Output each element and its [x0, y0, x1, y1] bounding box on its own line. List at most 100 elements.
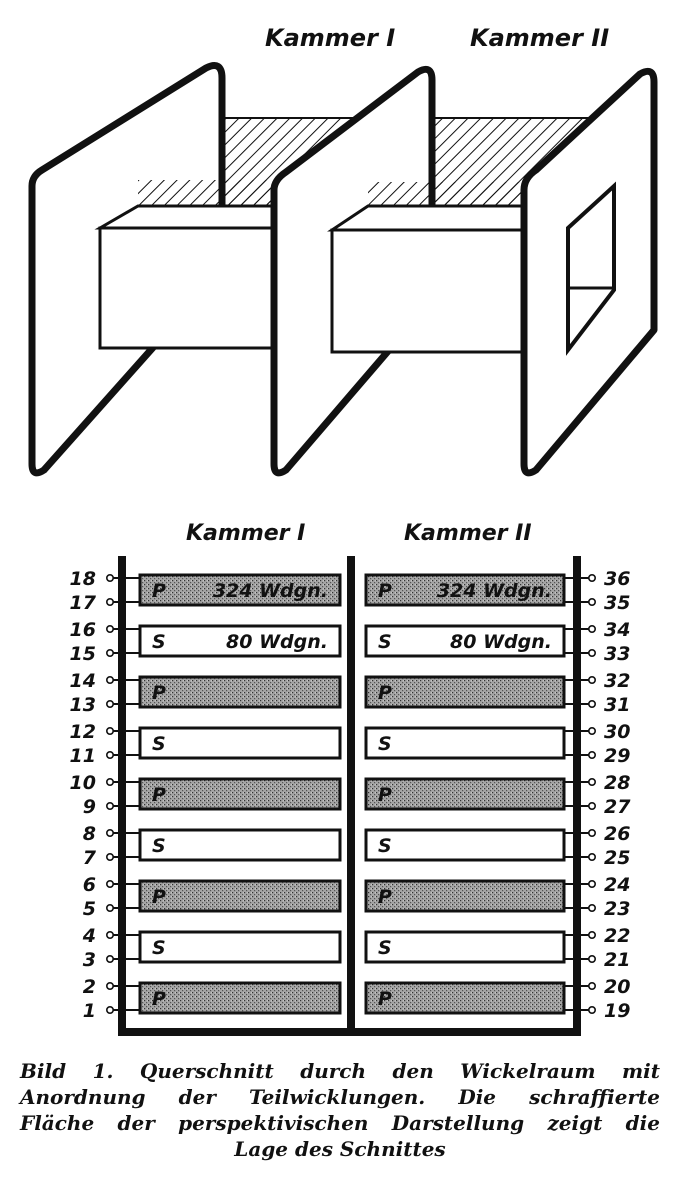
section-right-wall — [573, 556, 581, 1036]
terminal-pin — [587, 930, 596, 939]
pin-number-right: 21 — [604, 949, 630, 971]
terminal-pin — [106, 699, 115, 708]
primary-winding-row-7-chamber-1 — [138, 879, 342, 913]
primary-winding-row-3-chamber-1 — [138, 675, 342, 709]
pin-number-left: 12 — [70, 721, 96, 743]
pin-number-left: 2 — [83, 976, 96, 998]
pin-number-right: 23 — [604, 898, 630, 920]
winding-type-label: S — [152, 733, 166, 755]
winding-type-label: S — [152, 937, 166, 959]
pin-number-left: 10 — [70, 772, 96, 794]
terminal-pin — [587, 726, 596, 735]
pin-number-left: 8 — [83, 823, 96, 845]
pin-number-right: 32 — [604, 670, 630, 692]
pin-number-left: 18 — [70, 568, 96, 590]
secondary-winding-row-4-chamber-2 — [364, 726, 566, 760]
pin-number-right: 27 — [604, 796, 631, 818]
terminal-pin — [106, 675, 115, 684]
pin-number-left: 13 — [70, 694, 96, 716]
chamber-label-2-section: Kammer II — [404, 521, 532, 546]
caption-line-1: Bild 1. Querschnitt durch den Wickelraum… — [20, 1059, 660, 1083]
secondary-winding-row-6-chamber-2 — [364, 828, 566, 862]
pin-number-right: 20 — [604, 976, 630, 998]
terminal-pin — [587, 903, 596, 912]
pin-number-right: 36 — [604, 568, 630, 590]
terminal-pin — [587, 573, 596, 582]
primary-winding-row-1-chamber-1 — [138, 573, 342, 607]
terminal-pin — [106, 726, 115, 735]
terminal-pin — [106, 801, 115, 810]
winding-type-label: S — [378, 937, 392, 959]
terminal-pin — [106, 750, 115, 759]
pin-number-left: 15 — [70, 643, 96, 665]
terminal-pin — [587, 777, 596, 786]
caption-line-3: Fläche der perspektivischen Darstellung … — [20, 1111, 660, 1135]
caption-line-2: Anordnung der Teilwicklungen. Die schraf… — [20, 1085, 660, 1109]
secondary-winding-row-8-chamber-1 — [138, 930, 342, 964]
terminal-pin — [106, 954, 115, 963]
pin-number-left: 14 — [70, 670, 96, 692]
terminal-pin — [106, 624, 115, 633]
secondary-winding-row-2-chamber-1 — [138, 624, 342, 658]
section-bottom-bar — [118, 1028, 581, 1036]
winding-type-label: P — [378, 580, 392, 602]
terminal-pin — [587, 750, 596, 759]
section-left-wall — [118, 556, 126, 1036]
pin-number-right: 31 — [604, 694, 630, 716]
caption-line-4: Lage des Schnittes — [234, 1137, 446, 1161]
pin-number-right: 26 — [604, 823, 630, 845]
winding-type-label: P — [378, 886, 392, 908]
pin-number-right: 30 — [604, 721, 630, 743]
primary-winding-row-9-chamber-2 — [364, 981, 566, 1015]
winding-type-label: P — [378, 784, 392, 806]
terminal-pin — [587, 624, 596, 633]
pin-number-right: 33 — [604, 643, 630, 665]
winding-turns-label: 80 Wdgn. — [450, 631, 552, 653]
terminal-pin — [106, 930, 115, 939]
winding-block-chamber-2 — [327, 182, 532, 354]
winding-type-label: P — [152, 886, 166, 908]
terminal-pin — [587, 828, 596, 837]
winding-type-label: P — [152, 988, 166, 1010]
winding-turns-label: 324 Wdgn. — [213, 580, 328, 602]
primary-winding-row-9-chamber-1 — [138, 981, 342, 1015]
terminal-pin — [106, 828, 115, 837]
pin-number-right: 28 — [604, 772, 630, 794]
terminal-pin — [106, 777, 115, 786]
chamber-label-2-top: Kammer II — [470, 24, 609, 52]
winding-type-label: P — [378, 682, 392, 704]
terminal-pin — [587, 852, 596, 861]
winding-type-label: P — [152, 784, 166, 806]
pin-number-right: 25 — [604, 847, 630, 869]
pin-number-left: 16 — [70, 619, 96, 641]
pin-number-right: 22 — [604, 925, 630, 947]
terminal-pin — [587, 981, 596, 990]
secondary-winding-row-8-chamber-2 — [364, 930, 566, 964]
winding-type-label: S — [152, 631, 166, 653]
chamber-label-1-section: Kammer I — [186, 521, 305, 546]
terminal-pin — [587, 699, 596, 708]
winding-type-label: S — [378, 733, 392, 755]
chamber-label-1-top: Kammer I — [265, 24, 395, 52]
pin-number-right: 35 — [604, 592, 630, 614]
right-flange-window — [566, 181, 616, 356]
pin-number-right: 19 — [604, 1000, 630, 1022]
terminal-pin — [106, 648, 115, 657]
perspective-view: Kammer I Kammer II — [28, 24, 658, 477]
pin-number-left: 9 — [83, 796, 96, 818]
winding-type-label: S — [378, 631, 392, 653]
winding-turns-label: 324 Wdgn. — [437, 580, 552, 602]
pin-number-left: 7 — [83, 847, 97, 869]
terminal-pin — [106, 1005, 115, 1014]
secondary-winding-row-4-chamber-1 — [138, 726, 342, 760]
terminal-pin — [587, 648, 596, 657]
terminal-pin — [587, 801, 596, 810]
terminal-pin — [106, 903, 115, 912]
primary-winding-row-5-chamber-2 — [364, 777, 566, 811]
terminal-pin — [587, 597, 596, 606]
secondary-winding-row-2-chamber-2 — [364, 624, 566, 658]
pin-number-right: 24 — [604, 874, 630, 896]
primary-winding-row-7-chamber-2 — [364, 879, 566, 913]
primary-winding-row-1-chamber-2 — [364, 573, 566, 607]
pin-number-left: 1 — [83, 1000, 96, 1022]
